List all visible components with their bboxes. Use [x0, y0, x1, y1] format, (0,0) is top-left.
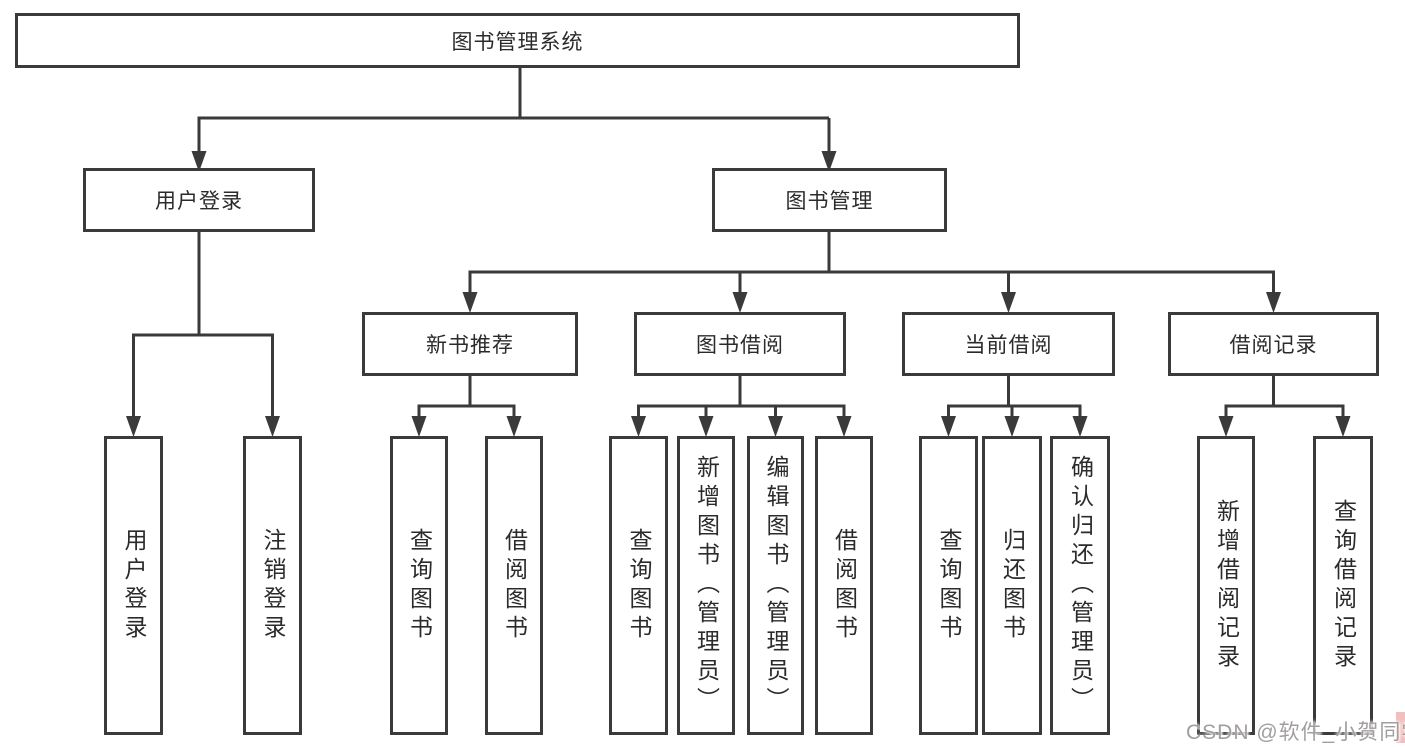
leaf-query-books-newbook: 查询图书 — [390, 436, 448, 735]
node-label: 图书借阅 — [696, 334, 784, 357]
csdn-watermark: CSDN @软件_小贺同学 — [1186, 721, 1405, 744]
node-label: 编辑图书（管理员） — [763, 455, 789, 716]
arrowhead — [732, 292, 748, 313]
node-borrow-record: 借阅记录 — [1168, 312, 1379, 376]
node-label: 归还图书 — [999, 527, 1026, 644]
node-book-management: 图书管理 — [712, 168, 947, 232]
arrowhead — [821, 151, 837, 172]
arrowhead — [1001, 292, 1016, 313]
node-label: 新书推荐 — [426, 334, 514, 357]
arrowheads — [126, 151, 1351, 437]
arrowhead — [1335, 416, 1351, 437]
arrowhead — [462, 292, 478, 313]
arrowhead — [698, 416, 714, 437]
node-label: 新增借阅记录 — [1213, 498, 1240, 673]
connector-newbook-split — [417, 376, 516, 428]
node-label: 用户登录 — [121, 527, 147, 644]
leaf-query-books-borrow: 查询图书 — [609, 436, 668, 735]
arrowhead — [126, 416, 141, 437]
connector-root-split — [197, 66, 831, 162]
arrowhead — [836, 416, 852, 437]
arrowhead — [506, 416, 522, 437]
node-library-management-system: 图书管理系统 — [15, 13, 1020, 68]
node-label: 查询图书 — [626, 527, 652, 644]
connector-record-split — [1224, 376, 1345, 428]
node-label: 注销登录 — [260, 527, 286, 644]
watermark-accent-strip — [1396, 712, 1405, 743]
node-user-login: 用户登录 — [83, 168, 315, 232]
node-label: 图书管理 — [785, 190, 874, 213]
node-label: 查询借阅记录 — [1330, 498, 1357, 673]
connector-mgmt-split — [468, 232, 1275, 304]
node-label: 确认归还（管理员） — [1067, 455, 1094, 716]
leaf-add-book-admin: 新增图书（管理员） — [677, 436, 735, 735]
node-label: 当前借阅 — [964, 334, 1053, 357]
leaf-borrow-books-newbook: 借阅图书 — [485, 436, 543, 735]
node-book-borrow: 图书借阅 — [634, 312, 846, 376]
arrowhead — [1266, 292, 1281, 313]
connector-borrow-split — [637, 376, 846, 428]
arrowhead — [941, 416, 956, 437]
arrowhead — [631, 416, 646, 437]
leaf-query-borrow-record: 查询借阅记录 — [1313, 436, 1373, 735]
leaf-user-login: 用户登录 — [104, 436, 163, 735]
node-current-borrow: 当前借阅 — [902, 312, 1115, 376]
arrowhead — [1218, 416, 1234, 437]
leaf-logout: 注销登录 — [243, 436, 302, 735]
node-new-book-recommend: 新书推荐 — [362, 312, 578, 376]
node-label: 借阅记录 — [1229, 334, 1318, 357]
connector-login-split — [132, 232, 274, 428]
node-label: 借阅图书 — [831, 527, 858, 644]
node-label: 借阅图书 — [501, 527, 528, 644]
arrowhead — [1072, 416, 1088, 437]
leaf-query-books-current: 查询图书 — [919, 436, 978, 735]
node-label: 查询图书 — [936, 527, 962, 644]
leaf-borrow-books-borrow: 借阅图书 — [815, 436, 873, 735]
node-label: 新增图书（管理员） — [693, 455, 720, 716]
node-label: 用户登录 — [155, 190, 243, 213]
arrowhead — [265, 416, 280, 437]
arrowhead — [768, 416, 783, 437]
node-label: 查询图书 — [406, 527, 433, 644]
node-label: 图书管理系统 — [451, 30, 584, 54]
leaf-add-borrow-record: 新增借阅记录 — [1197, 436, 1255, 735]
arrowhead — [1004, 416, 1020, 437]
arrowhead — [191, 151, 207, 172]
leaf-return-book: 归还图书 — [982, 436, 1042, 735]
leaf-confirm-return-admin: 确认归还（管理员） — [1050, 436, 1110, 735]
arrowhead — [411, 416, 427, 437]
connector-lines — [132, 66, 1345, 428]
leaf-edit-book-admin: 编辑图书（管理员） — [747, 436, 804, 735]
